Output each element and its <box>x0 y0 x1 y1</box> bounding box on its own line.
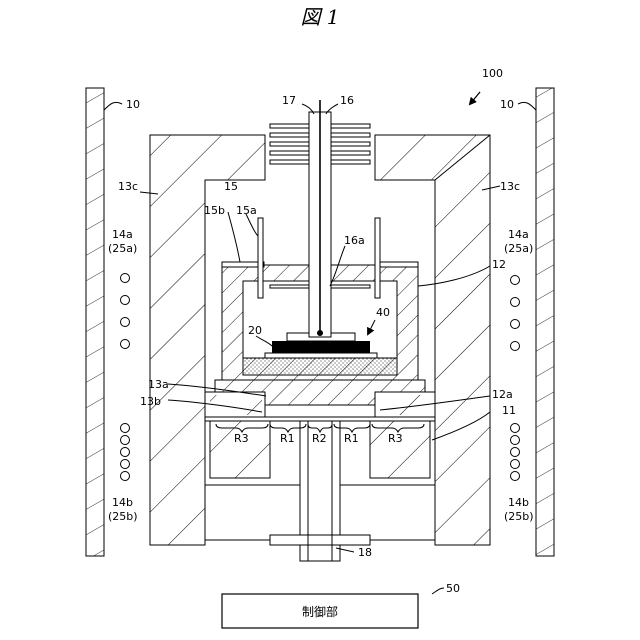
region-base-plate <box>205 417 435 421</box>
heater-coils-14a-left <box>121 274 130 349</box>
label-14b-left: 14b <box>112 496 133 509</box>
label-R1-right: R1 <box>344 432 359 445</box>
label-25a-right: (25a) <box>504 242 533 255</box>
label-13b: 13b <box>140 395 161 408</box>
label-R2: R2 <box>312 432 327 445</box>
rod-tip <box>317 330 323 336</box>
shield-16a-right <box>331 285 370 288</box>
label-100: 100 <box>482 67 503 80</box>
label-13a: 13a <box>148 378 169 391</box>
seed-crystal-40 <box>272 341 370 353</box>
label-15a: 15a <box>236 204 257 217</box>
label-12a: 12a <box>492 388 513 401</box>
label-40: 40 <box>376 306 390 319</box>
label-R3-left: R3 <box>234 432 249 445</box>
control-unit-label: 制御部 <box>302 604 338 619</box>
label-17: 17 <box>282 94 296 107</box>
label-25a-left: (25a) <box>108 242 137 255</box>
heater-coils-14b-left <box>121 424 130 481</box>
label-20: 20 <box>248 324 262 337</box>
label-11: 11 <box>502 404 516 417</box>
heater-coils-14a-right <box>511 276 520 351</box>
support-base <box>270 535 370 545</box>
outer-wall-left <box>86 88 104 556</box>
label-10-right: 10 <box>500 98 514 111</box>
label-14b-right: 14b <box>508 496 529 509</box>
device-arrow <box>470 92 480 104</box>
outer-wall-right <box>536 88 554 556</box>
label-16: 16 <box>340 94 354 107</box>
support-left <box>205 485 300 540</box>
label-15b: 15b <box>204 204 225 217</box>
label-R1-left: R1 <box>280 432 295 445</box>
label-13c-right: 13c <box>500 180 520 193</box>
label-18: 18 <box>358 546 372 559</box>
shield-16a-left <box>270 285 309 288</box>
label-14a-right: 14a <box>508 228 529 241</box>
label-25b-right: (25b) <box>504 510 534 523</box>
label-10-left: 10 <box>126 98 140 111</box>
label-R3-right: R3 <box>388 432 403 445</box>
heater-coils-14b-right <box>511 424 520 481</box>
label-25b-left: (25b) <box>108 510 138 523</box>
label-15: 15 <box>224 180 238 193</box>
label-12: 12 <box>492 258 506 271</box>
lid-15b-right <box>376 262 418 267</box>
label-16a: 16a <box>344 234 365 247</box>
seed-base-plate <box>265 353 377 358</box>
figure-title: 図 1 <box>300 5 339 29</box>
source-material-20 <box>243 358 397 375</box>
label-14a-left: 14a <box>112 228 133 241</box>
lid-15a-right <box>375 218 380 298</box>
label-50: 50 <box>446 582 460 595</box>
shaft-18 <box>300 545 340 561</box>
support-right <box>340 485 435 540</box>
block-13a-center <box>265 405 375 417</box>
label-13c-left: 13c <box>118 180 138 193</box>
lid-15a-left <box>258 218 263 298</box>
